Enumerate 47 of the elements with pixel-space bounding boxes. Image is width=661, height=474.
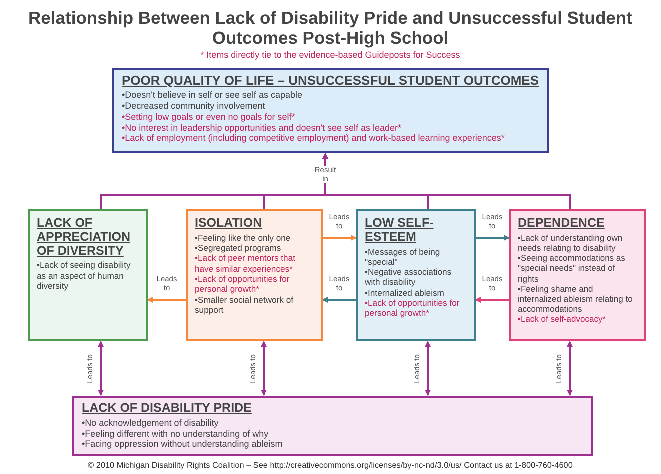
arrow — [322, 153, 571, 209]
box-heading: LACK OF DISABILITY PRIDE — [82, 402, 253, 416]
root-cause-box — [72, 396, 593, 456]
cause-box — [28, 209, 148, 341]
bullet-item: •Doesn't believe in self or see self as capable — [122, 90, 304, 102]
bullet-item: •Feeling different with no understanding of why — [82, 428, 270, 440]
bullet-item: •Lack of self-advocacy* — [518, 314, 608, 324]
bullet-item: •Lack of peer mentors that have similar experiences* — [195, 253, 296, 274]
box-heading: LOW SELF-ESTEEM — [365, 217, 435, 244]
cause-box — [186, 209, 323, 341]
bullet-item: •Feeling like the only one — [195, 232, 292, 244]
arrow — [476, 235, 510, 241]
arrow — [567, 341, 573, 396]
bullet-item: •Segregated programs — [195, 243, 282, 254]
bullet-item: •Setting low goals or even no goals for self* — [122, 112, 296, 123]
arrow — [261, 341, 267, 396]
bullet-item: •Negative associations with disability — [365, 267, 453, 288]
bullet-item: •Facing oppression without understanding ableism — [82, 439, 284, 450]
box-heading: LACK OF APPRECIATION OF DIVERSITY — [37, 217, 132, 258]
box-heading: POOR QUALITY OF LIFE – UNSUCCESSFUL STUDENT OUTCOMES — [122, 74, 539, 88]
bullet-item: •No acknowledgement of disability — [82, 418, 220, 429]
bullet-item: •Lack of employment (including competitive employment) and work-based learning experiences* — [122, 133, 506, 144]
bullet-item: •Decreased community involvement — [122, 101, 266, 112]
arrow — [323, 235, 357, 241]
arrow — [425, 341, 431, 396]
bullet-item: •No interest in leadership opportunities and doesn't see self as leader* — [122, 122, 403, 134]
arrow — [475, 297, 509, 303]
box-heading: DEPENDENCE — [518, 217, 606, 231]
bullet-item: •Lack of opportunities for personal growth* — [195, 274, 291, 295]
cause-box — [356, 209, 476, 341]
bullet-item: •Lack of understanding own needs relating to disability — [518, 232, 624, 254]
box-heading: ISOLATION — [195, 217, 264, 231]
arrow — [98, 341, 104, 396]
bullet-item: •Lack of opportunities for personal growth* — [365, 298, 461, 319]
outcome-box — [112, 68, 549, 153]
bullet-item: •Seeing accommodations as "special needs" instead of rights — [518, 253, 626, 284]
bullet-item: •Internalized ableism — [365, 288, 446, 298]
bullet-item: •Lack of seeing disability as an aspect of human diversity — [37, 260, 132, 292]
footnote: * Items directly tie to the evidence-based Guideposts for Success — [200, 50, 462, 60]
copyright-note: © 2010 Michigan Disability Rights Coalition – See http://creativecommons.org/licenses/by-nc-nd/3.0/us/ Contact us at 1-800-760-4600 — [87, 461, 574, 470]
arrow — [322, 297, 356, 303]
bullet-item: •Messages of being "special" — [365, 246, 442, 268]
bullet-item: •Smaller social network of support — [195, 294, 295, 316]
diagram-title: Relationship Between Lack of Disability Pride and Unsuccessful Student Outcomes Post-High School — [28, 8, 634, 48]
arrow — [147, 297, 186, 303]
cause-box — [509, 209, 646, 341]
bullet-item: •Feeling shame and internalized ableism relating to accommodations — [518, 284, 634, 314]
